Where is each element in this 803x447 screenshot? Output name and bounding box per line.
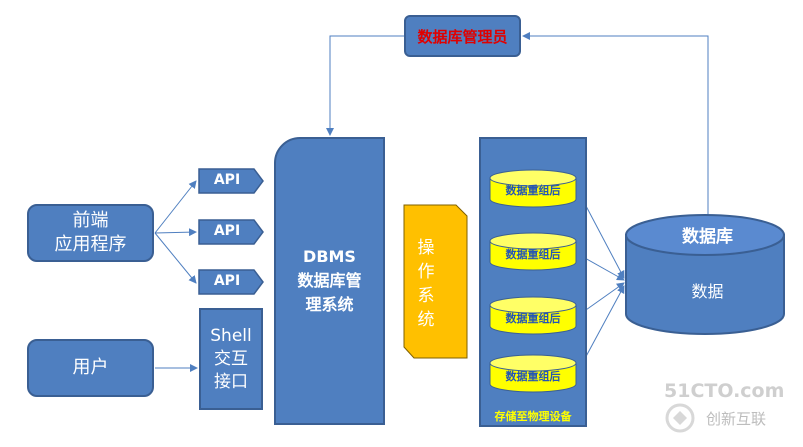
front-app-node: 前端 应用程序	[27, 204, 154, 262]
connector-database-admin	[522, 32, 709, 230]
connector-front-api3	[154, 232, 197, 284]
dbms-node: DBMS 数据库管 理系统	[274, 137, 385, 425]
os-char-4: 统	[417, 310, 435, 330]
database-cylinder	[625, 214, 785, 335]
dbms-label-line2: 数据库管	[297, 271, 362, 290]
connector-admin-dbms	[326, 35, 404, 136]
dbms-label-line1: DBMS	[303, 247, 356, 266]
api-shape-2	[198, 219, 264, 245]
database-title: 数据库	[682, 227, 733, 247]
dbms-label-line3: 理系统	[305, 295, 354, 314]
api-label-3: API	[213, 273, 241, 289]
os-label: 操 作 系 统	[404, 236, 448, 332]
os-char-1: 操	[417, 238, 435, 258]
cylinder-3	[489, 296, 577, 335]
storage-label: 存储至物理设备	[494, 410, 572, 423]
user-node: 用户	[27, 339, 154, 397]
shell-label-line3: 接口	[213, 371, 248, 392]
storage-item-4: 数据重组后	[505, 370, 561, 383]
connector-front-api2	[154, 228, 197, 237]
api-shape-3	[198, 269, 264, 295]
api-label-2: API	[213, 223, 241, 239]
shell-node: Shell 交互 接口	[199, 308, 263, 410]
storage-item-3: 数据重组后	[505, 312, 561, 325]
cylinder-4	[489, 354, 577, 393]
front-app-label-line2: 应用程序	[54, 234, 127, 255]
watermark-number: 51CTO.com	[664, 380, 785, 402]
watermark-text: 创新互联	[706, 410, 767, 428]
storage-item-1: 数据重组后	[505, 184, 561, 197]
storage-item-2: 数据重组后	[505, 248, 561, 261]
user-label: 用户	[72, 357, 109, 378]
os-shape	[403, 204, 468, 359]
cylinder-2	[489, 232, 577, 271]
cylinder-1	[489, 169, 577, 208]
database-admin-node: 数据库管理员	[404, 15, 521, 57]
api-label-1: API	[213, 172, 241, 188]
os-char-3: 系	[417, 286, 435, 306]
database-admin-label: 数据库管理员	[417, 27, 508, 46]
watermark-logo-icon	[665, 403, 695, 433]
api-shape-1	[198, 168, 264, 194]
front-app-label-line1: 前端	[72, 210, 109, 231]
os-char-2: 作	[417, 262, 435, 282]
shell-label-line1: Shell	[210, 325, 252, 346]
shell-label-line2: 交互	[213, 348, 248, 369]
database-content: 数据	[691, 282, 724, 301]
connector-front-api1	[154, 180, 197, 234]
